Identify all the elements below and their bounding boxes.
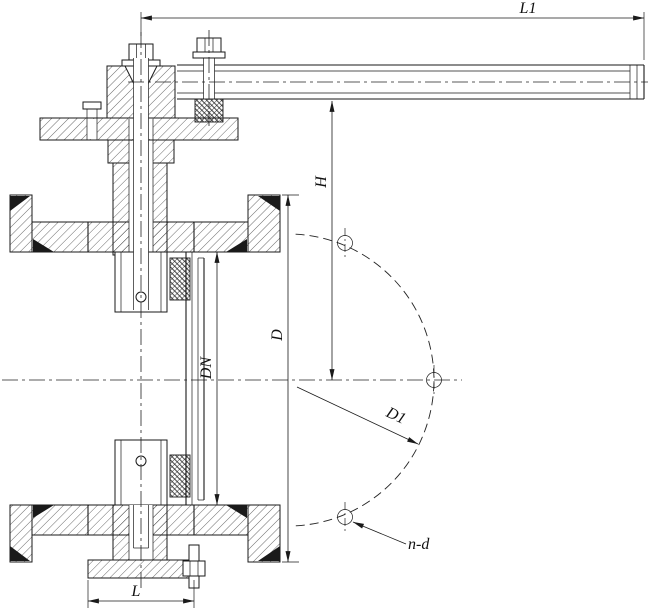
- bolt-circle: [295, 228, 442, 532]
- stem-packing: [169, 257, 191, 498]
- dimension-label-l: L: [131, 583, 141, 600]
- dimension-label-nd: n-d: [408, 536, 430, 553]
- bolt-hole: [426, 365, 442, 395]
- dimension-label-l1: L1: [519, 0, 537, 17]
- dimension-nd: n-d: [352, 521, 430, 553]
- valve-stem: [133, 58, 149, 310]
- dimension-l: L: [87, 580, 195, 608]
- bolt-hole: [337, 228, 353, 258]
- dimension-label-d1: D1: [383, 404, 409, 428]
- dimension-d1: D1: [296, 386, 419, 445]
- dimension-label-h: H: [313, 175, 330, 189]
- seat-seal-marks: [10, 196, 280, 561]
- dimension-l1: L1: [140, 0, 645, 60]
- dimension-label-d: D: [269, 329, 286, 342]
- centerlines: [2, 30, 648, 592]
- dimension-dn: DN: [198, 251, 220, 506]
- bolt-hole: [337, 502, 353, 532]
- dimension-d: D: [269, 194, 299, 563]
- dimension-h: H: [313, 100, 335, 381]
- dimension-label-dn: DN: [198, 356, 215, 381]
